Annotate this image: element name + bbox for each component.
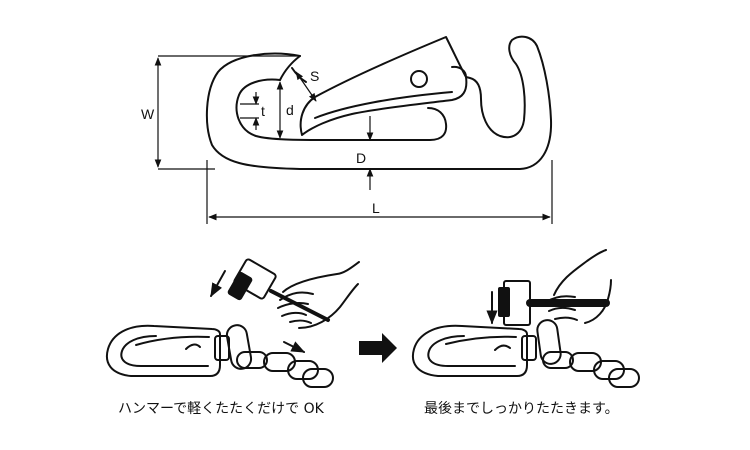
dimension-lines xyxy=(154,55,553,224)
hook-latch xyxy=(299,36,468,136)
right-arrow-icon xyxy=(359,333,397,363)
right-caption: 最後までしっかりたたきます。 xyxy=(424,401,619,417)
l-label: L xyxy=(372,200,380,216)
step-right-illustration xyxy=(412,249,640,388)
left-hammer-direction-arrow xyxy=(210,270,226,298)
right-chain xyxy=(536,319,640,388)
left-chain xyxy=(225,324,334,388)
s-dimension-arrow xyxy=(295,71,317,102)
hook-inner-slot xyxy=(235,78,448,141)
hook-outer-contour xyxy=(205,35,553,170)
hammer-icon xyxy=(498,280,610,326)
right-hook-outline xyxy=(412,324,528,377)
w-label: W xyxy=(141,106,155,122)
step-left-illustration xyxy=(106,258,360,388)
latch-pivot-icon xyxy=(410,70,428,88)
right-hand-icon xyxy=(545,249,612,324)
d-upper-label: D xyxy=(356,150,366,166)
hook-throat xyxy=(279,55,301,81)
right-hook-latch xyxy=(445,335,517,345)
left-hook-outline xyxy=(106,324,221,377)
right-hook-inner xyxy=(427,335,516,367)
hammer-icon xyxy=(227,258,330,322)
right-hook-collar xyxy=(521,335,537,361)
hook-throat-lip xyxy=(291,67,307,83)
latch-inner-edge xyxy=(314,91,453,119)
left-hook-latch xyxy=(135,335,210,346)
left-caption: ハンマーで軽くたたくだけで OK xyxy=(118,401,324,417)
s-label: S xyxy=(310,68,319,84)
latch-tail xyxy=(451,65,467,78)
left-hand-icon xyxy=(277,261,360,329)
left-hook-inner xyxy=(120,335,209,367)
t-label: t xyxy=(261,103,265,119)
snap-hook-drawing xyxy=(205,35,553,170)
left-motion-arrow xyxy=(283,341,306,353)
d-label: d xyxy=(286,102,294,118)
